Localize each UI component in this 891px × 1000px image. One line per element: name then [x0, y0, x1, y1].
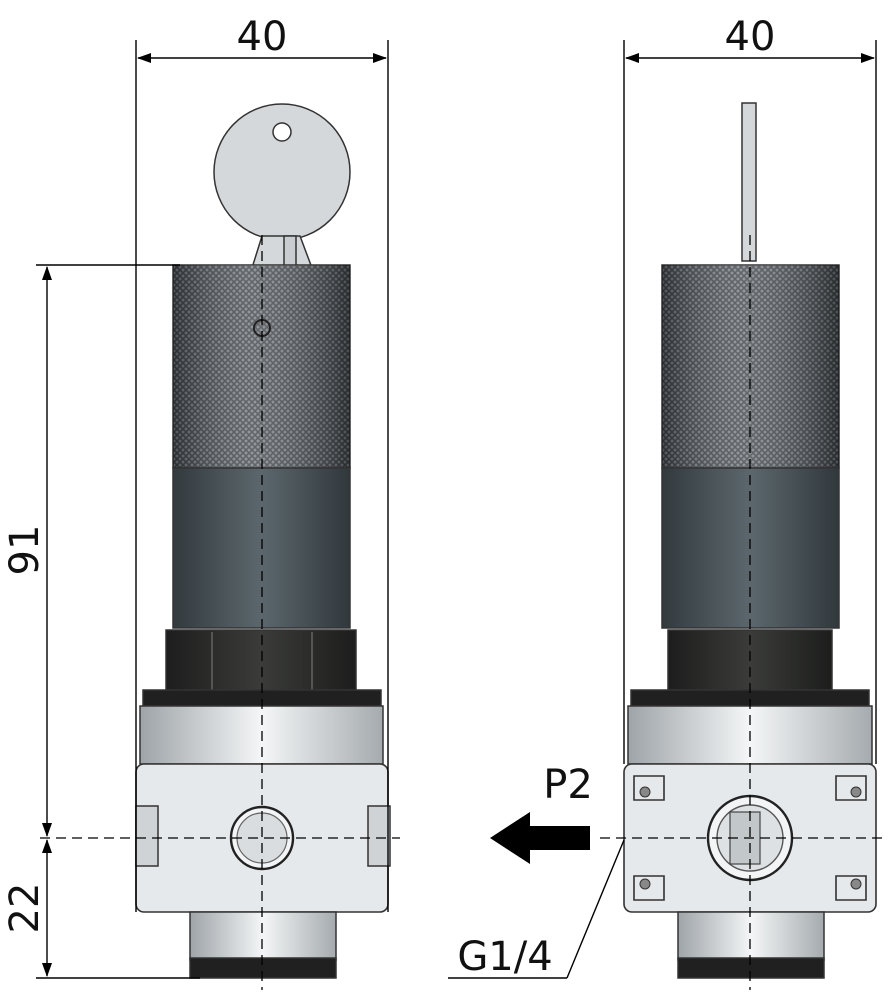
bottom-knurl: [189, 957, 337, 979]
port-label-p2: P2: [543, 762, 593, 808]
dim-height-upper: 91: [2, 525, 48, 576]
dim-right-width: 40: [725, 14, 776, 60]
key-edge: [741, 102, 757, 262]
dim-left-width: 40: [237, 14, 288, 60]
thread-label: G1/4: [457, 934, 552, 980]
dimension-lines: [36, 40, 877, 979]
left-view: [40, 103, 400, 990]
key-shape: [213, 103, 351, 269]
lock-nut: [165, 629, 357, 693]
flow-arrow: [490, 812, 590, 864]
right-view: [600, 102, 888, 990]
dim-height-lower: 22: [2, 883, 48, 934]
